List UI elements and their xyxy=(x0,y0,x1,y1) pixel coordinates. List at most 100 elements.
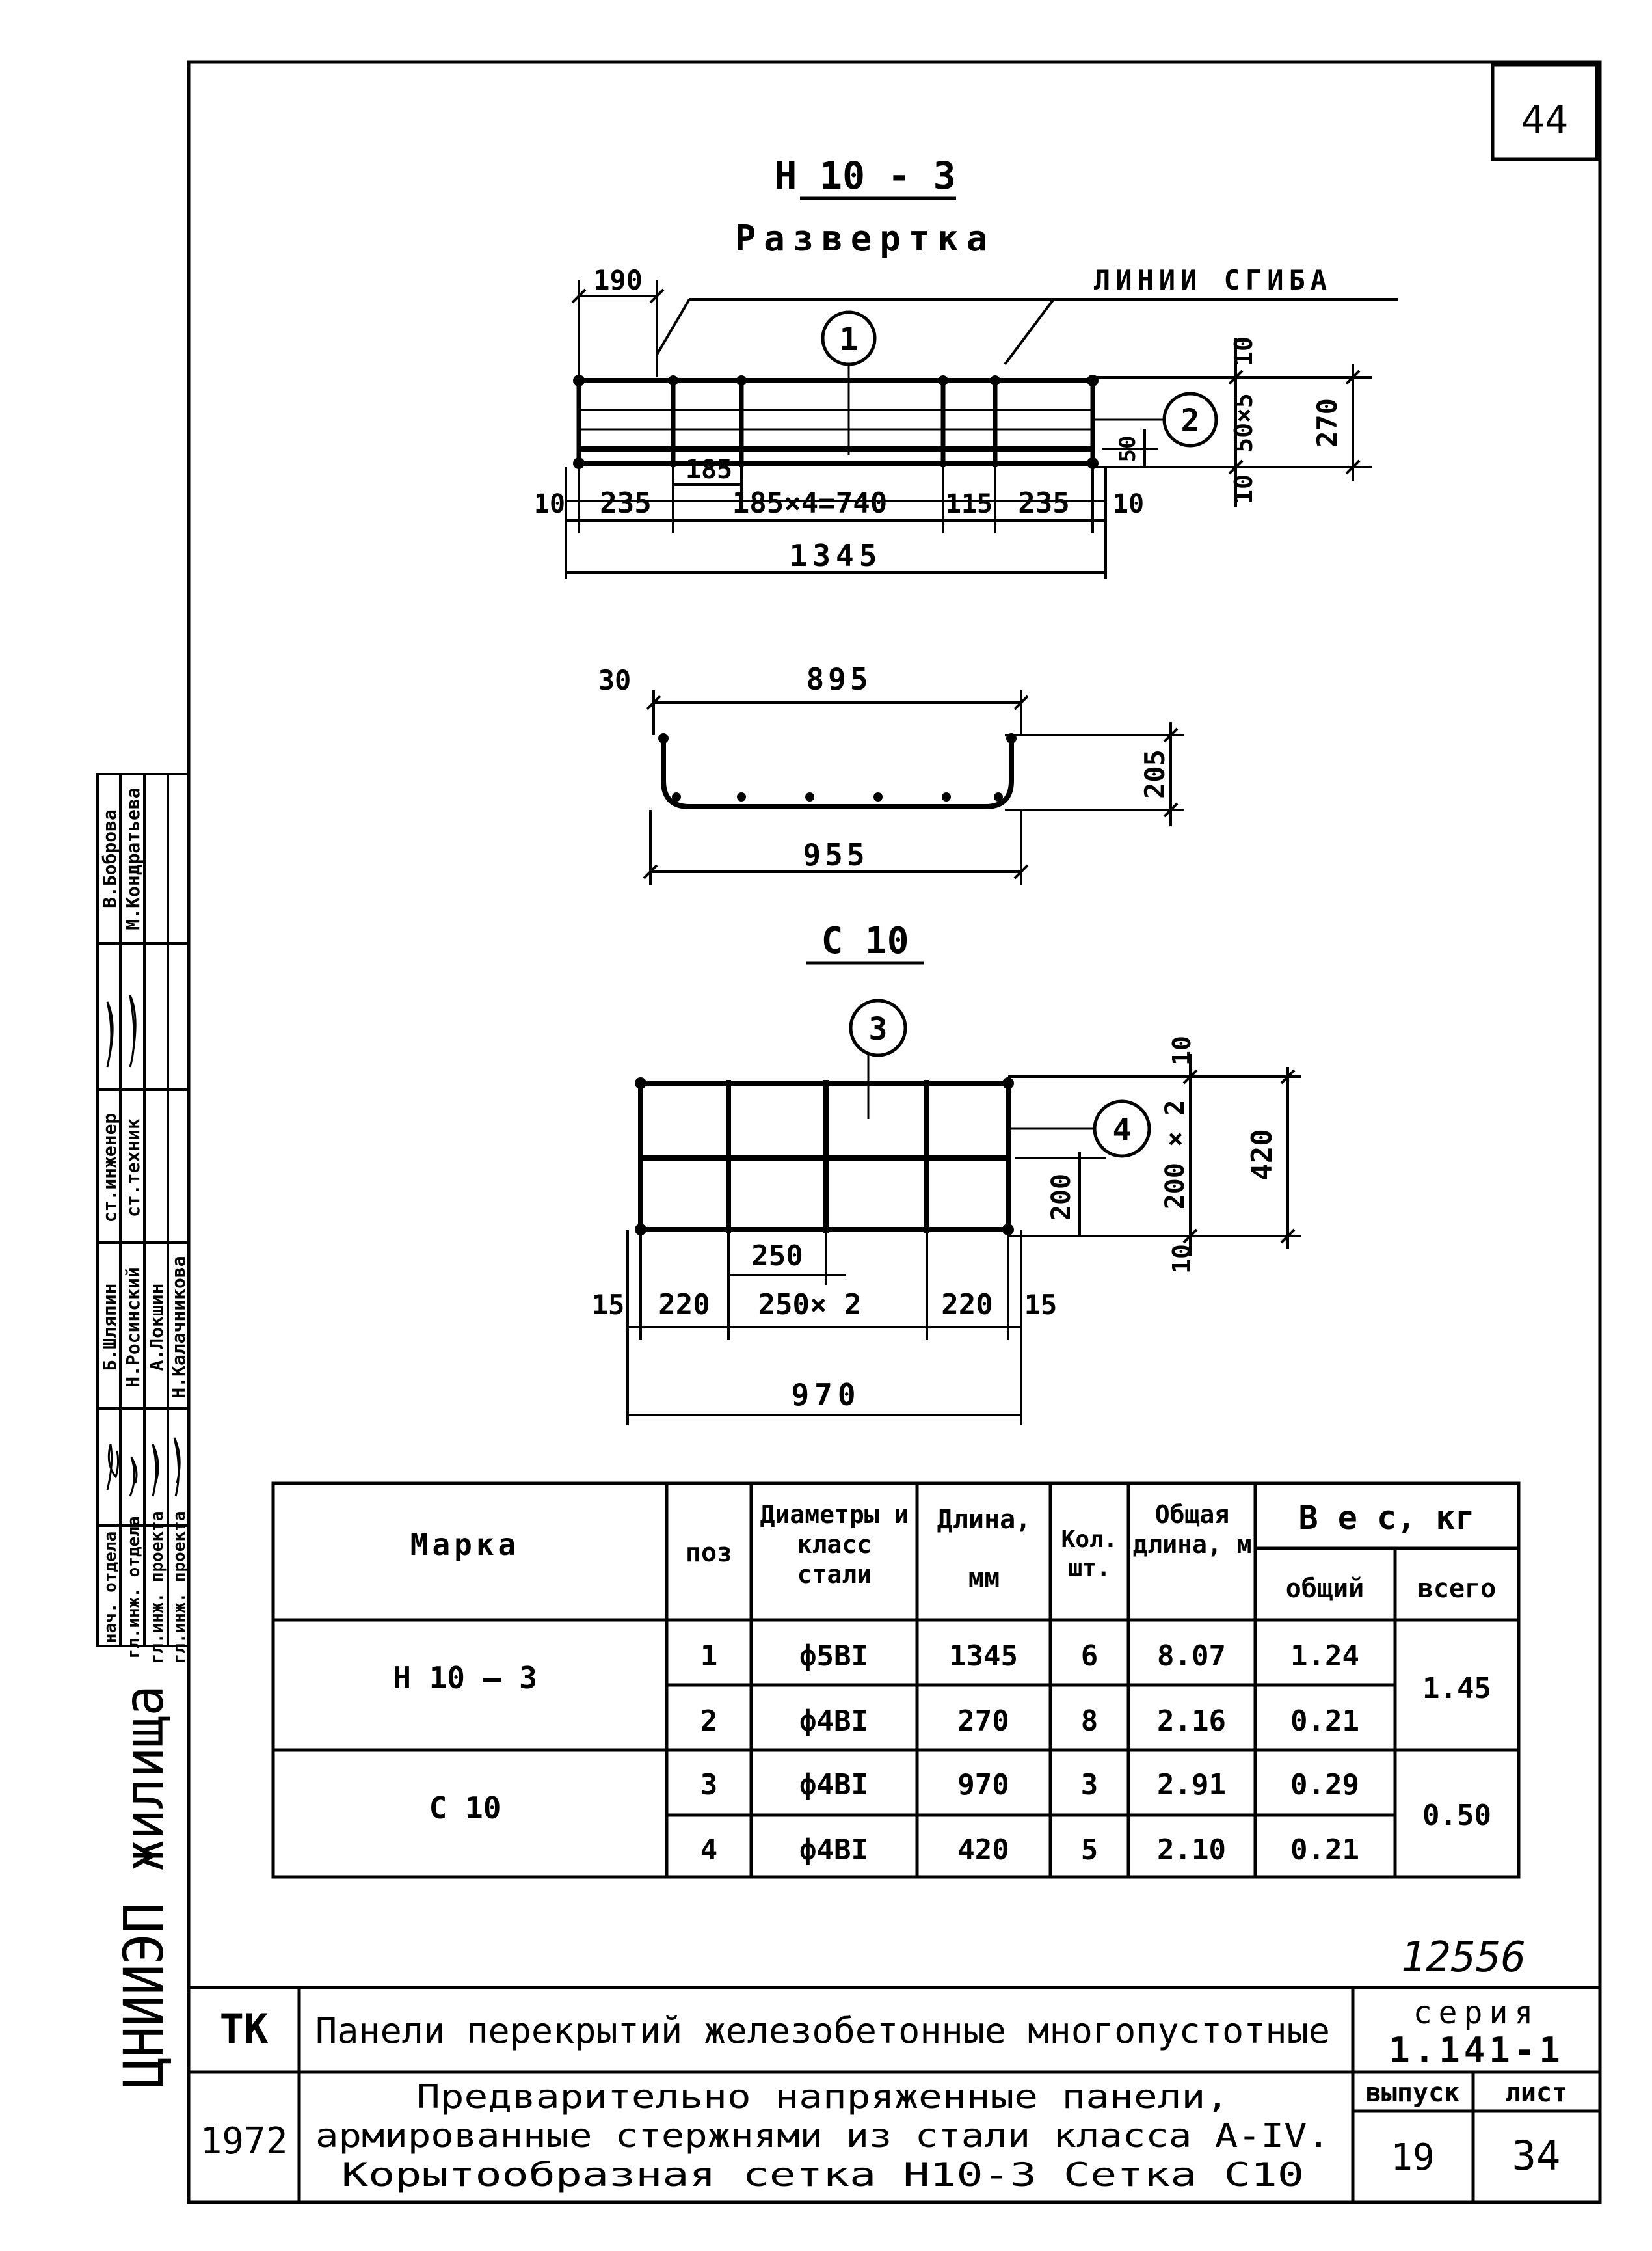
dim-200: 200 xyxy=(1046,1174,1076,1220)
table-cell: ф5ВI xyxy=(799,1639,868,1673)
th-weight-all: всего xyxy=(1418,1574,1496,1604)
corner-box xyxy=(1491,63,1599,161)
sheet-value: 34 xyxy=(1512,2132,1561,2179)
table-cell: 970 xyxy=(957,1768,1009,1801)
th-total-len: Общая длина, м xyxy=(1132,1500,1252,1559)
signature xyxy=(152,1444,159,1497)
dim-c10-right-10-top: 10 xyxy=(1167,1036,1196,1066)
table-cell: 1 xyxy=(700,1639,718,1673)
table-cell: ф4ВI xyxy=(799,1833,868,1867)
table-cell: 2.10 xyxy=(1157,1833,1226,1867)
signature xyxy=(129,995,137,1068)
bend-lines-label: ЛИНИИ СГИБА xyxy=(1094,264,1332,296)
desc-line-1: Предварительно напряженные панели, xyxy=(416,2078,1229,2116)
title-line: Панели перекрытий железобетонные многопу… xyxy=(315,2010,1330,2051)
side-name-2: Н.Росинский xyxy=(122,1267,144,1387)
table-cell: 2.16 xyxy=(1157,1705,1226,1738)
year: 1972 xyxy=(200,2120,288,2163)
tk-label: ТК xyxy=(220,2005,269,2053)
callout-3: 3 xyxy=(869,1011,888,1047)
side-role2-1: ст.инженер xyxy=(99,1113,120,1223)
table-cell: 0.21 xyxy=(1290,1705,1359,1738)
signature xyxy=(106,1444,120,1490)
callout-1: 1 xyxy=(840,321,859,358)
th-qty: Кол. шт. xyxy=(1061,1526,1118,1582)
dim-c10-right-200x2: 200 × 2 xyxy=(1160,1100,1190,1210)
dim-n10-right-10-top: 10 xyxy=(1229,336,1258,366)
signature xyxy=(173,1437,181,1497)
signature xyxy=(106,1001,114,1068)
table-cell: 1345 xyxy=(949,1639,1018,1673)
side-role2-2: ст.техник xyxy=(122,1118,144,1217)
n10-subtitle: Развертка xyxy=(735,218,996,259)
dim-n10-right-10-bottom: 10 xyxy=(1229,474,1258,504)
th-weight-total: общий xyxy=(1286,1574,1364,1604)
group1-all: 1.45 xyxy=(1422,1672,1491,1705)
mark-n10: Н 10 — 3 xyxy=(393,1660,537,1695)
group2-all: 0.50 xyxy=(1422,1799,1491,1832)
mark-c10: С 10 xyxy=(429,1790,501,1826)
table-cell: 420 xyxy=(957,1833,1009,1867)
side-name-1: Б.Шляпин xyxy=(99,1284,120,1371)
dim-c10-bottom-15a: 15 xyxy=(592,1289,625,1321)
side-role-3: гл.инж. проекта xyxy=(148,1511,167,1664)
callout-2: 2 xyxy=(1181,403,1200,439)
dim-c10-bottom-15b: 15 xyxy=(1024,1289,1058,1321)
dim-c10-right-10-bottom: 10 xyxy=(1167,1244,1196,1274)
table-cell: ф4ВI xyxy=(799,1768,868,1801)
dim-n10-total: 1345 xyxy=(790,538,883,573)
dim-c10-bottom-250x2: 250× 2 xyxy=(758,1288,862,1321)
org-name: ЦНИИЭП жилища xyxy=(112,1685,176,2088)
dim-c10-bottom-220a: 220 xyxy=(658,1288,710,1321)
doc-number: 12556 xyxy=(1401,1934,1526,1982)
dim-30: 30 xyxy=(598,664,632,696)
cross-section: 30 895 205 955 xyxy=(598,662,1184,885)
table-cell: 2.91 xyxy=(1157,1768,1226,1801)
issue-label: выпуск xyxy=(1366,2078,1460,2108)
dim-n10-bottom-235a: 235 xyxy=(600,487,651,520)
spec-table: Марка поз Диаметры и класс стали Длина, … xyxy=(271,1481,1521,1879)
dim-50: 50 xyxy=(1115,436,1141,463)
desc-line-2: армированные стержнями из стали класса А… xyxy=(315,2117,1330,2155)
side-role-1: нач. отдела xyxy=(101,1531,120,1643)
side-name2-1: В.Боброва xyxy=(99,809,120,908)
table-cell: 8.07 xyxy=(1157,1639,1226,1673)
table-cell: 8 xyxy=(1081,1705,1099,1738)
dim-205: 205 xyxy=(1139,749,1171,799)
table-cell: 3 xyxy=(700,1768,718,1801)
c10-title: С 10 xyxy=(821,920,909,962)
series-value: 1.141-1 xyxy=(1389,2030,1564,2071)
dim-185: 185 xyxy=(686,455,732,485)
th-poz: поз xyxy=(686,1538,732,1568)
table-cell: 2 xyxy=(700,1705,718,1738)
table-cell: 3 xyxy=(1081,1768,1099,1801)
table-cell: ф4ВI xyxy=(799,1705,868,1738)
table-cell: 5 xyxy=(1081,1833,1099,1867)
table-cell: 4 xyxy=(700,1833,718,1867)
dim-n10-bottom-740: 185×4=740 xyxy=(732,487,887,520)
dim-190: 190 xyxy=(593,264,643,296)
dim-c10-total: 970 xyxy=(791,1377,860,1412)
th-weight: В е с, кг xyxy=(1299,1499,1475,1537)
table-cell: 0.29 xyxy=(1290,1768,1359,1801)
desc-line-3: Корытообразная сетка Н10-3 Сетка С10 xyxy=(341,2156,1304,2194)
series-label: серия xyxy=(1413,1995,1540,2031)
signature xyxy=(129,1457,138,1497)
issue-value: 19 xyxy=(1391,2136,1434,2179)
side-role-2: гл.инж. отдела xyxy=(124,1516,144,1658)
sheet-corner-number: 44 xyxy=(1521,98,1568,143)
dim-n10-right-50x5: 50×5 xyxy=(1229,393,1258,453)
dim-n10-bottom-10a: 10 xyxy=(534,489,565,519)
n10-title: Н 10 - 3 xyxy=(774,154,955,198)
dim-n10-bottom-235b: 235 xyxy=(1018,487,1069,520)
c10-drawing: С 10 3 4 xyxy=(592,920,1301,1425)
table-cell: 1.24 xyxy=(1290,1639,1359,1673)
side-stamp: нач. отдела гл.инж. отдела гл.инж. проек… xyxy=(96,773,190,2088)
side-role-4: гл.инж. проекта xyxy=(170,1511,189,1664)
dim-250: 250 xyxy=(751,1239,803,1273)
th-diam: Диаметры и класс стали xyxy=(760,1500,909,1589)
sheet-label: лист xyxy=(1505,2078,1567,2108)
title-block: 12556 ТК 1972 Панели перекрытий железобе… xyxy=(189,1934,1600,2202)
th-marka: Марка xyxy=(410,1527,520,1562)
